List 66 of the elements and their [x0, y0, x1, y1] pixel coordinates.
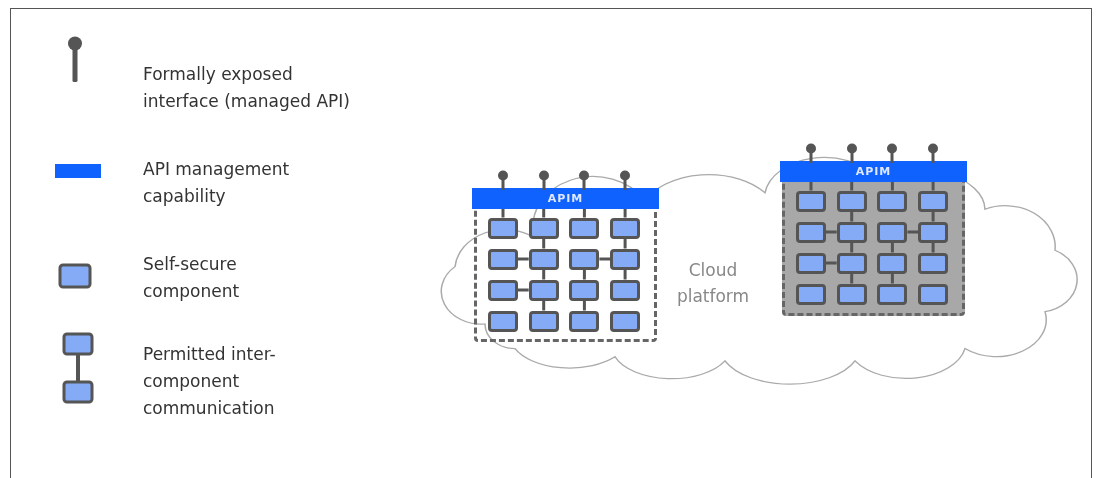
connector-line	[599, 257, 611, 261]
component-box	[877, 221, 908, 243]
component-box	[877, 190, 908, 212]
component-box	[488, 310, 518, 332]
component-box	[488, 217, 518, 239]
connector-line	[623, 238, 627, 249]
connector-line	[850, 211, 854, 222]
dashed-container	[474, 190, 657, 342]
connector-line	[809, 182, 813, 191]
connector-line	[542, 209, 546, 218]
connector-line	[582, 300, 586, 311]
connector-line	[890, 242, 894, 253]
connector-line	[850, 273, 854, 284]
component-box	[836, 283, 867, 305]
legend-text: Permitted inter-component communication	[143, 343, 277, 420]
component-box	[488, 279, 518, 301]
component-box	[528, 217, 559, 239]
component-box	[796, 221, 826, 243]
cloud-label: Cloud platform	[675, 259, 751, 308]
component-box	[569, 310, 600, 332]
connector-line	[931, 242, 935, 253]
connector-line	[542, 269, 546, 280]
connector-line	[542, 238, 546, 249]
connector-line	[826, 261, 837, 265]
component-box	[877, 283, 908, 305]
connector-line	[623, 269, 627, 280]
component-box	[610, 217, 641, 239]
legend-text: Self-secure component	[143, 253, 241, 303]
connector-line	[501, 209, 505, 218]
component-box	[918, 252, 949, 274]
component-box	[796, 252, 826, 274]
component-box	[836, 221, 867, 243]
connector-line	[582, 269, 586, 280]
connector-line	[518, 257, 529, 261]
component-box	[796, 283, 826, 305]
connector-line	[931, 211, 935, 222]
connector-line	[890, 182, 894, 191]
component-box	[918, 221, 949, 243]
connector-line	[623, 209, 627, 218]
connector-line	[907, 230, 919, 234]
connector-line	[518, 288, 529, 292]
component-box	[918, 190, 949, 212]
connector-line	[850, 242, 854, 253]
component-box	[569, 248, 600, 270]
component-box	[877, 252, 908, 274]
component-box	[610, 279, 641, 301]
component-box	[610, 310, 641, 332]
component-box	[488, 248, 518, 270]
connector-line	[826, 230, 837, 234]
connector-line	[850, 182, 854, 191]
dashed-container	[782, 163, 965, 316]
component-box	[918, 283, 949, 305]
connector-line	[931, 182, 935, 191]
apim-bar: APIM	[472, 188, 659, 209]
component-box	[610, 248, 641, 270]
component-box	[796, 190, 826, 212]
component-box	[569, 279, 600, 301]
connector-line	[542, 300, 546, 311]
apim-bar: APIM	[780, 161, 967, 182]
component-box	[836, 190, 867, 212]
component-box	[836, 252, 867, 274]
legend-text: Formally exposed interface (managed API)	[143, 63, 351, 113]
connector-line	[890, 273, 894, 284]
component-box	[569, 217, 600, 239]
legend-text: API management capability	[143, 158, 291, 208]
connector-line	[582, 209, 586, 218]
